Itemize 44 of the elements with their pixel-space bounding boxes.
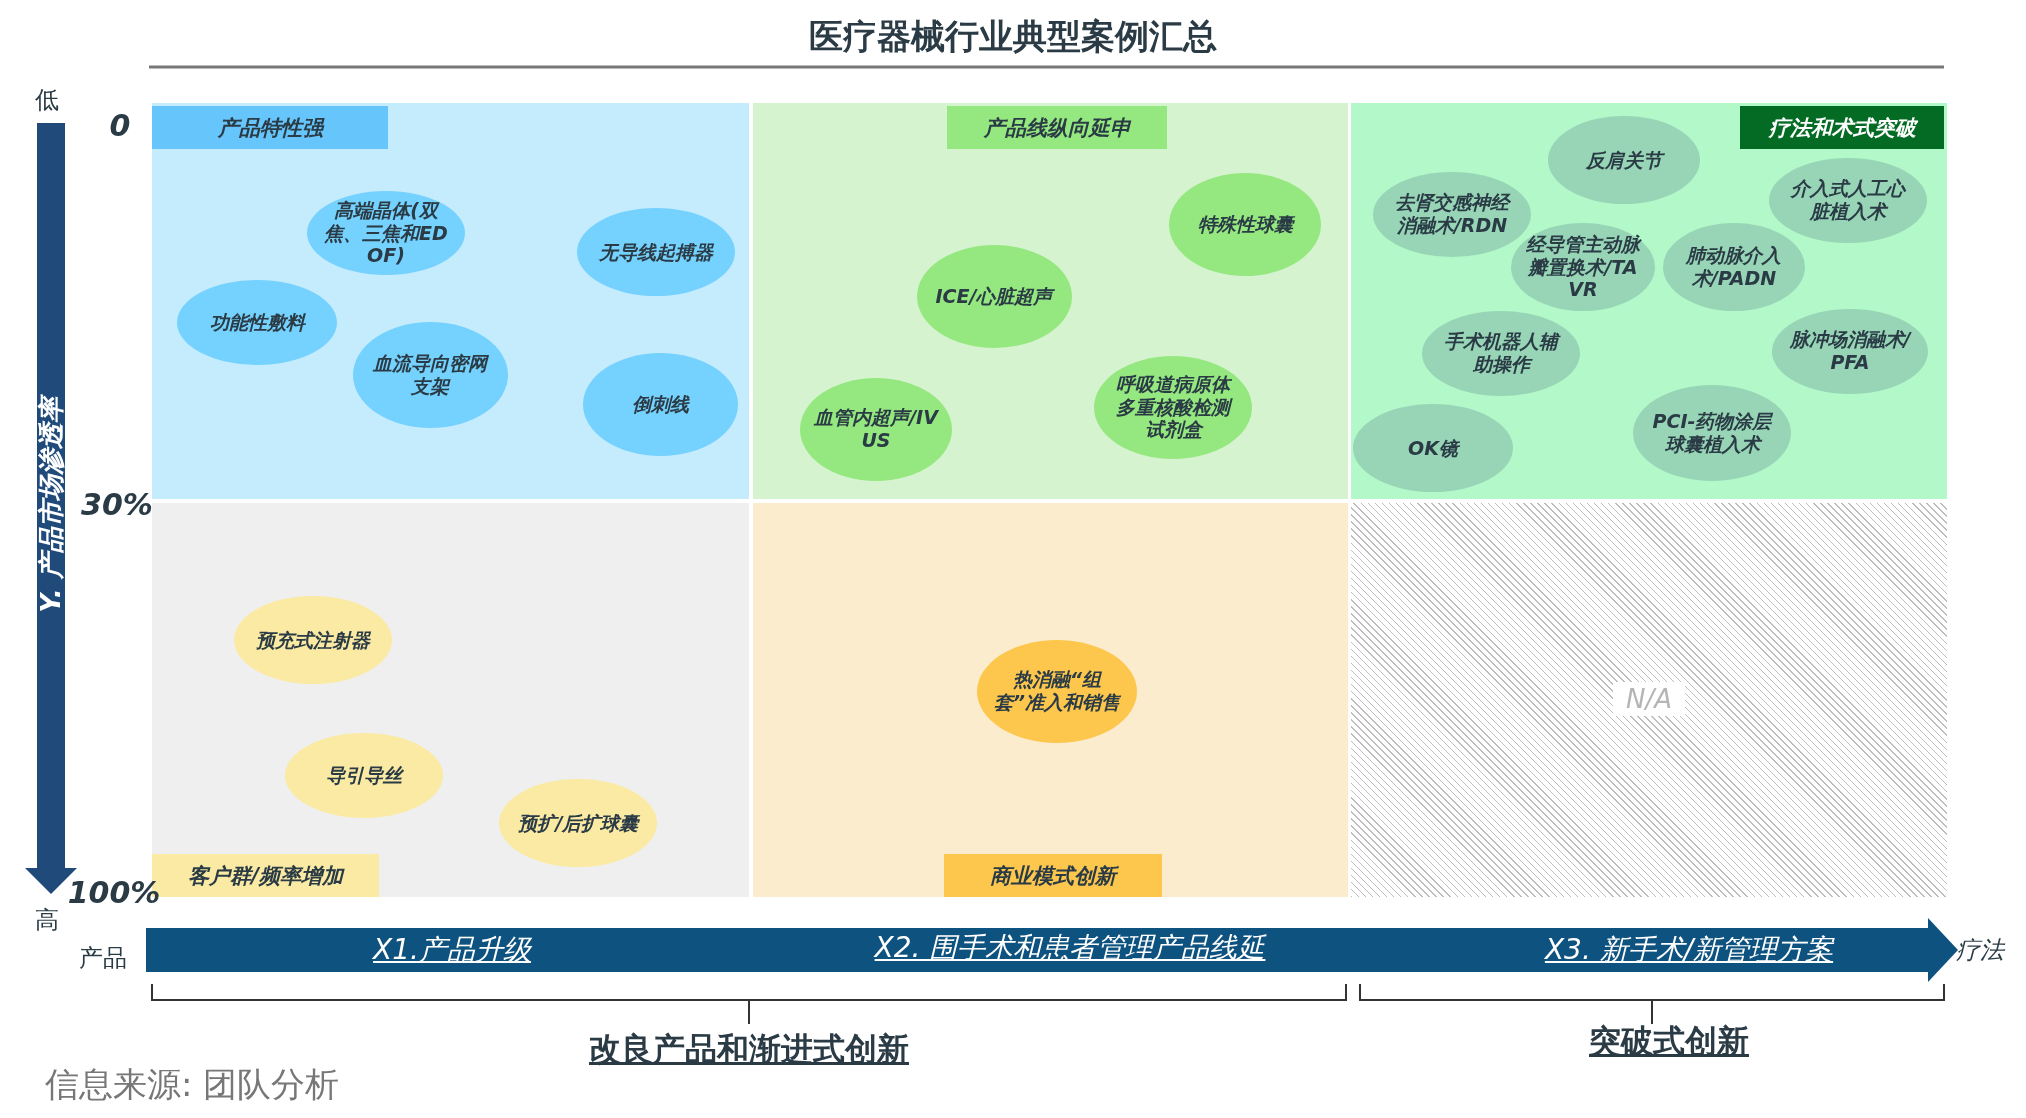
case-label: 无导线起搏器: [599, 240, 713, 264]
hatched-panel: [1351, 503, 1947, 897]
axis-end-label: 产品: [79, 943, 127, 974]
source-note: 信息来源: 团队分析: [45, 1063, 340, 1106]
na-label: N/A: [1613, 682, 1685, 716]
axis-end-label: 高: [35, 905, 59, 936]
quadrant-panel: [753, 503, 1348, 897]
quadrant-tag: 产品特性强: [152, 106, 388, 149]
case-label: OK镜: [1408, 436, 1458, 460]
quadrant-panel: [152, 103, 749, 499]
axis-end-label: 疗法: [1956, 935, 2004, 966]
case-label: 预扩/后扩球囊: [517, 811, 639, 835]
group-label: 改良产品和渐进式创新: [589, 1029, 909, 1070]
case-label: 脉冲场消融术/PFA: [1788, 328, 1913, 374]
case-label: 高端晶体(双焦、三焦和EDOF): [323, 198, 449, 268]
case-label: 热消融“组套”准入和销售: [992, 668, 1122, 714]
case-label: ICE/心脏超声: [935, 284, 1053, 308]
group-label: 突破式创新: [1589, 1021, 1749, 1062]
case-label: PCI-药物涂层球囊植入术: [1651, 410, 1774, 456]
case-label: 肺动脉介入术/PADN: [1684, 244, 1783, 290]
quadrant-tag: 疗法和术式突破: [1740, 106, 1944, 149]
case-label: 预充式注射器: [256, 628, 370, 652]
case-label: 功能性敷料: [209, 310, 305, 334]
case-label: 特殊性球囊: [1197, 212, 1293, 236]
case-label: 倒刺线: [631, 392, 689, 416]
quadrant-tag: 产品线纵向延申: [947, 106, 1167, 149]
case-label: 介入式人工心脏植入术: [1789, 177, 1907, 223]
case-label: 血流导向密网支架: [371, 352, 490, 398]
case-label: 经导管主动脉瓣置换术/TAVR: [1525, 232, 1643, 302]
case-label: 血管内超声/IVUS: [812, 406, 940, 452]
category-label: X2. 围手术和患者管理产品线延: [874, 930, 1266, 966]
title: 医疗器械行业典型案例汇总: [808, 15, 1218, 58]
category-label: X1.产品升级: [373, 932, 531, 968]
case-label: 去肾交感神经消融术/RDN: [1394, 191, 1512, 237]
case-label: 导引导丝: [326, 763, 402, 787]
quadrant-panel: [753, 103, 1348, 499]
axis-end-label: 低: [35, 85, 59, 116]
tick-label: 30%: [81, 486, 153, 522]
tick-label: 0: [109, 107, 131, 143]
category-label: X3. 新手术/新管理方案: [1544, 932, 1834, 968]
quadrant-tag: 商业模式创新: [944, 854, 1162, 897]
case-label: 呼吸道病原体多重核酸检测试剂盒: [1106, 372, 1240, 442]
quadrant-panel: [1351, 103, 1947, 499]
case-label: 手术机器人辅助操作: [1434, 330, 1568, 376]
